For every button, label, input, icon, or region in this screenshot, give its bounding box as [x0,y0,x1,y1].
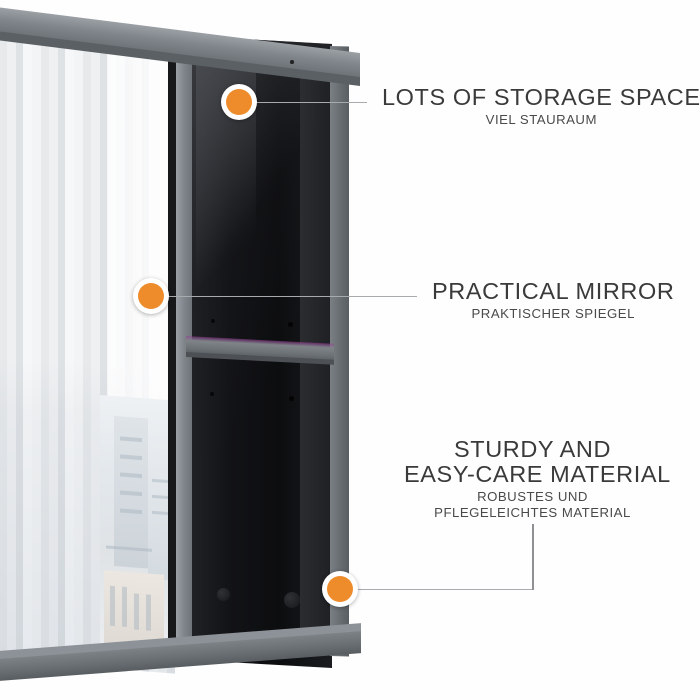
callout-connector-material-vertical [532,524,534,590]
callout-connector-storage [247,102,367,104]
product-photo [0,6,361,682]
shelf-peg-hole [288,322,293,327]
callout-dot-storage[interactable] [221,84,257,120]
callout-dot-mirror[interactable] [133,278,169,314]
callout-material: STURDY AND EASY-CARE MATERIAL ROBUSTES U… [404,436,671,521]
callout-mirror-title: PRACTICAL MIRROR [432,278,675,304]
shelf-peg-hole [289,396,294,401]
shelf-peg-hole [211,319,215,323]
cam-lock-cover [284,592,300,608]
shelf-peg-hole [290,60,294,64]
callout-material-title-line2: EASY-CARE MATERIAL [404,461,671,487]
cam-lock-cover [217,588,230,601]
callout-material-subtitle-line1: ROBUSTES UND [477,489,588,504]
callout-mirror-subtitle: PRAKTISCHER SPIEGEL [471,306,635,321]
callout-storage-title: LOTS OF STORAGE SPACE [382,84,700,110]
callout-material-title-line1: STURDY AND [453,436,612,462]
callout-mirror: PRACTICAL MIRROR PRAKTISCHER SPIEGEL [432,279,674,322]
callout-storage: LOTS OF STORAGE SPACE VIEL STAURAUM [382,85,700,128]
callout-dot-material[interactable] [322,571,358,607]
callout-connector-material-horizontal [355,589,534,591]
callout-material-subtitle-line2: PFLEGELEICHTES MATERIAL [434,505,631,520]
callout-connector-mirror [167,296,417,298]
callout-storage-subtitle: VIEL STAURAUM [485,112,597,127]
shelf-peg-hole [210,392,214,396]
